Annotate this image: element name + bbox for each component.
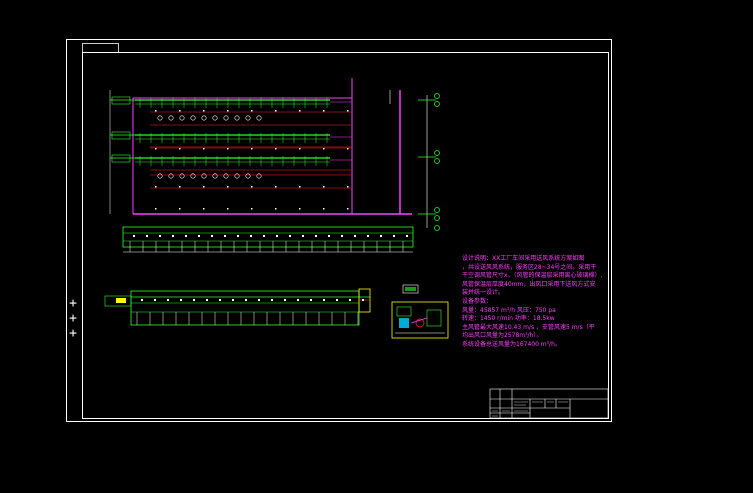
air-diffuser xyxy=(245,173,251,179)
air-diffuser xyxy=(201,115,207,121)
air-diffuser xyxy=(256,115,262,121)
air-diffuser xyxy=(168,173,174,179)
note-line: 设计说明：XX工厂车间采用送风系统方案如图 xyxy=(462,255,585,262)
note-line: 风量：45857 m³/h 风压：750 pa xyxy=(462,306,556,314)
air-diffuser xyxy=(179,115,185,121)
note-line: 装并统一设计。 xyxy=(462,289,505,297)
note-line: ，共设送风风系统，服务区28~34号之间。采用干 xyxy=(462,263,597,271)
note-line: 干空调风管尺寸x，（风管的保温层采用离心玻璃棉）, xyxy=(462,272,603,280)
air-diffuser xyxy=(256,173,262,179)
crosshair-icon[interactable]: + xyxy=(69,311,77,326)
title-block xyxy=(489,388,609,419)
air-diffuser xyxy=(157,115,163,121)
crosshair-icon[interactable]: + xyxy=(69,326,77,341)
duct-elevation-view xyxy=(104,288,371,326)
duct-section-view xyxy=(122,226,414,253)
air-diffuser xyxy=(234,115,240,121)
air-diffuser xyxy=(212,173,218,179)
air-diffuser xyxy=(223,173,229,179)
note-line: 均出风口风量为2578m³/h）。 xyxy=(462,332,543,340)
ventilation-plan-view xyxy=(109,78,440,231)
side-toolbar: + + + xyxy=(66,296,80,341)
drawing-frame xyxy=(82,52,609,419)
sheet-border xyxy=(66,39,612,422)
note-line: 设备参数： xyxy=(462,297,493,305)
air-diffuser xyxy=(190,173,196,179)
note-line: 系统设备总送风量为167400 m³/h。 xyxy=(462,340,561,348)
corner-tag-box xyxy=(82,43,119,53)
air-diffuser xyxy=(245,115,251,121)
note-line: 风管保温层厚度40mm，出风口采用下送风方式安 xyxy=(462,280,596,288)
equipment-detail-view xyxy=(391,284,449,339)
note-line: 主风管最大风速10.43 m/s ，支管风速5 m/s（平 xyxy=(462,323,595,331)
air-diffuser xyxy=(179,173,185,179)
air-diffuser xyxy=(234,173,240,179)
air-diffuser xyxy=(223,115,229,121)
crosshair-icon[interactable]: + xyxy=(69,296,77,311)
design-notes: 设计说明：XX工厂车间采用送风系统方案如图 ，共设送风风系统，服务区28~34号… xyxy=(462,255,607,350)
air-diffuser xyxy=(157,173,163,179)
air-diffuser xyxy=(190,115,196,121)
note-line: 转速：1450 r/min 功率：18.5kw xyxy=(462,315,555,323)
air-diffuser xyxy=(168,115,174,121)
air-diffuser xyxy=(201,173,207,179)
air-diffuser xyxy=(212,115,218,121)
